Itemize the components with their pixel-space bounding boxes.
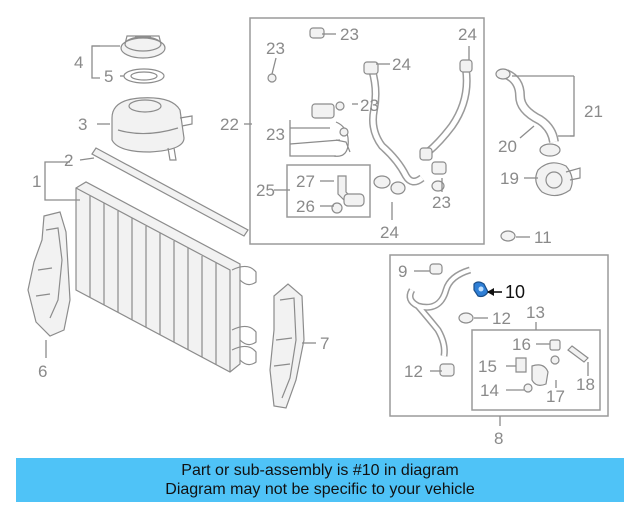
callout-7: 7 (320, 334, 329, 353)
callout-14: 14 (480, 381, 499, 400)
reservoir-cap (120, 35, 166, 59)
callout-23-middle: 23 (360, 96, 379, 115)
callout-23-left: 23 (266, 39, 285, 58)
callout-13: 13 (526, 303, 545, 322)
leader-lines (44, 33, 589, 426)
callout-27: 27 (296, 172, 315, 191)
cap-seal-ring (123, 68, 165, 84)
right-air-guide (269, 283, 305, 409)
coolant-reservoir (111, 97, 193, 161)
parts-diagram: 4 5 3 2 1 6 7 22 23 23 23 23 23 24 24 24… (27, 17, 609, 448)
coolant-hose-long (363, 61, 425, 186)
sub-group-box (286, 164, 371, 218)
callout-2: 2 (64, 151, 73, 170)
callout-22: 22 (220, 115, 239, 134)
callout-12-upper: 12 (492, 309, 511, 328)
callout-15: 15 (478, 357, 497, 376)
callout-20: 20 (498, 137, 517, 156)
left-air-guide (27, 211, 71, 337)
callout-26: 26 (296, 197, 315, 216)
callout-23-right: 23 (432, 193, 451, 212)
lower-hose (406, 263, 474, 377)
hose-with-pump-assembly (495, 68, 561, 157)
callout-25: 25 (256, 181, 275, 200)
clamp-set (373, 175, 445, 195)
callout-3: 3 (78, 115, 87, 134)
banner-line-1: Part or sub-assembly is #10 in diagram (181, 462, 459, 479)
callout-24-top: 24 (392, 55, 411, 74)
banner-line-2: Diagram may not be specific to your vehi… (165, 481, 475, 498)
lower-hose-box (389, 254, 609, 417)
callout-23-lower-left: 23 (266, 125, 285, 144)
highlighted-part-10 (473, 281, 489, 298)
callout-16: 16 (512, 335, 531, 354)
callout-6: 6 (38, 362, 47, 381)
callout-19: 19 (500, 169, 519, 188)
connector-set (331, 175, 365, 214)
hose-group-box (249, 17, 485, 245)
radiator (75, 181, 257, 373)
callout-10-highlighted: 10 (505, 282, 525, 302)
callout-9: 9 (398, 262, 407, 281)
highlight-arrowhead-10 (487, 288, 494, 296)
auxiliary-pump (535, 162, 581, 197)
callout-18: 18 (576, 375, 595, 394)
radiator-top-bar (91, 147, 249, 237)
small-clamp (500, 230, 516, 242)
callout-8: 8 (494, 429, 503, 448)
info-banner: Part or sub-assembly is #10 in diagram D… (16, 458, 624, 502)
callout-1: 1 (32, 172, 41, 191)
coolant-hose-upper (267, 27, 351, 157)
callout-5: 5 (104, 67, 113, 86)
callout-11: 11 (534, 228, 552, 247)
lower-small-parts (515, 339, 589, 393)
callout-17: 17 (546, 387, 565, 406)
callout-24-right: 24 (458, 25, 477, 44)
callout-12-lower: 12 (404, 362, 423, 381)
callout-21: 21 (584, 102, 603, 121)
callout-23-top: 23 (340, 25, 359, 44)
callout-4: 4 (74, 53, 83, 72)
coolant-hose-right (419, 59, 473, 175)
callout-24-bottom: 24 (380, 223, 399, 242)
